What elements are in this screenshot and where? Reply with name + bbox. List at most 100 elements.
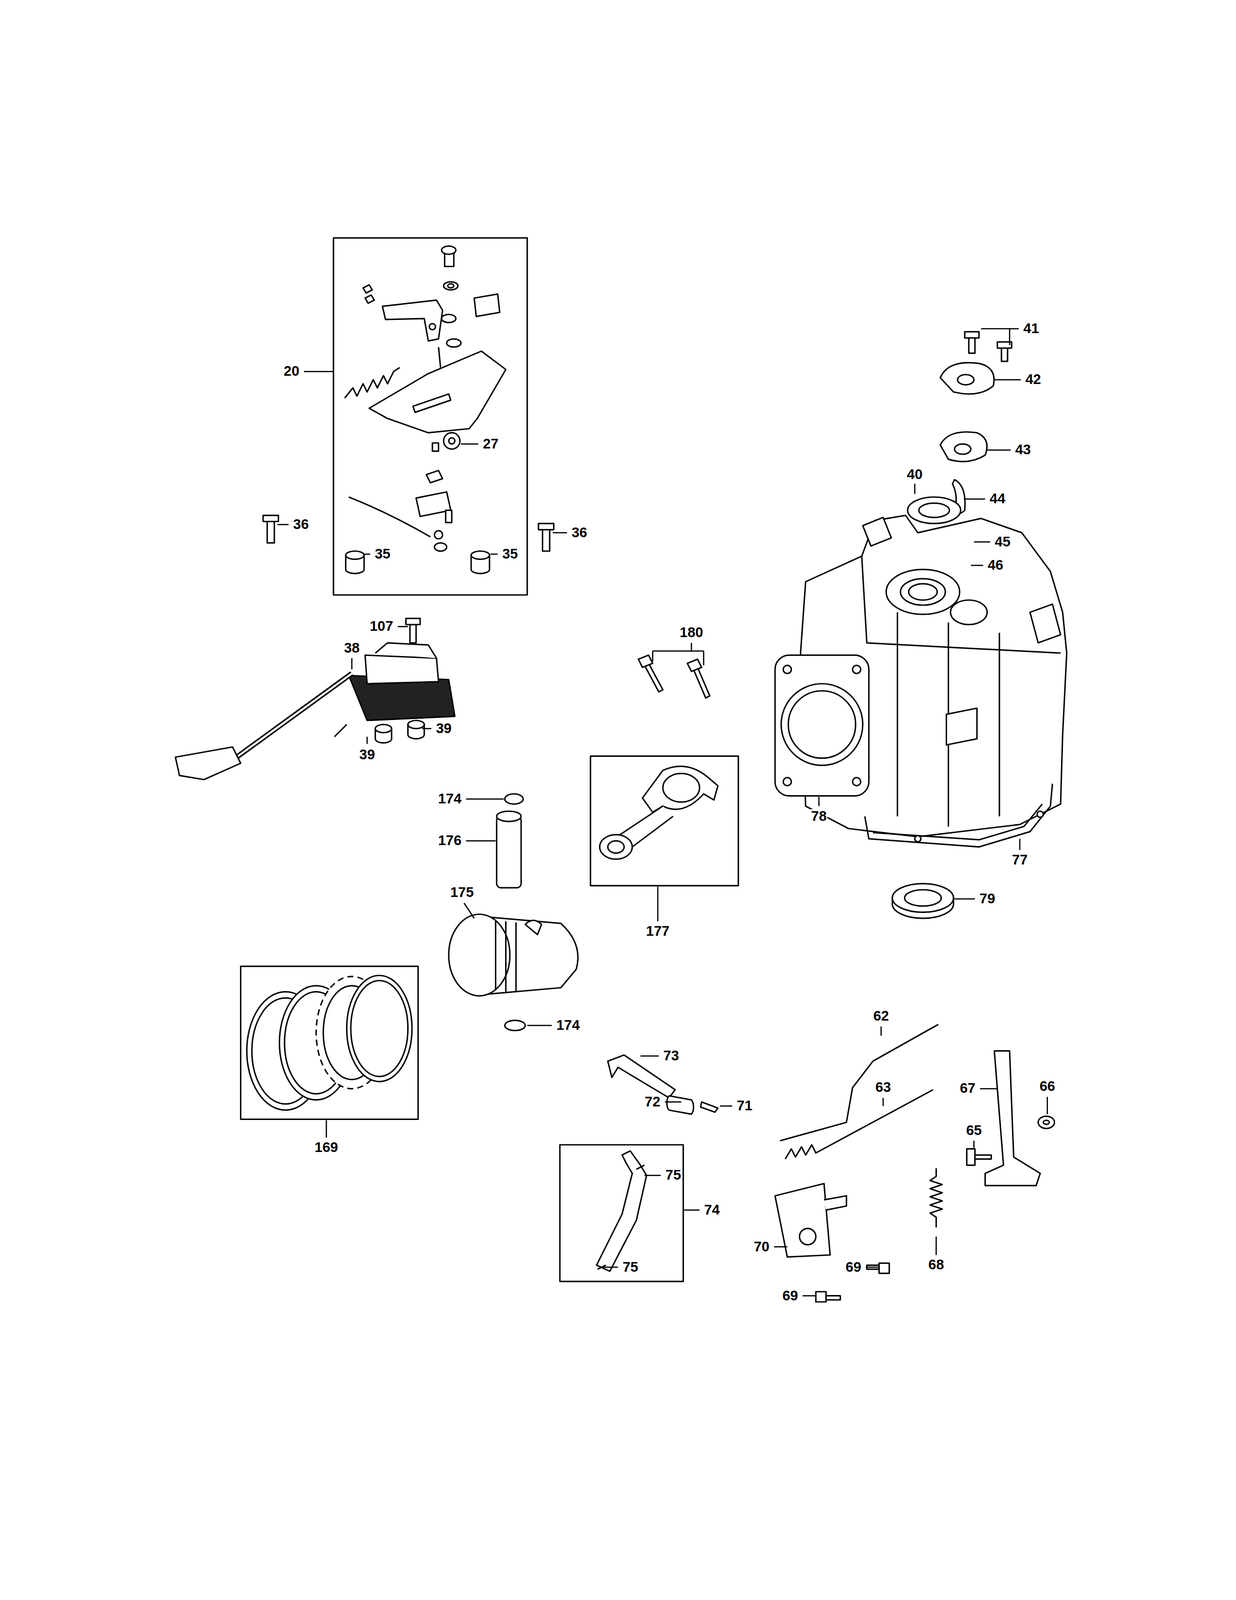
bearing bbox=[892, 897, 954, 919]
linkage bbox=[700, 1101, 718, 1112]
callout-number: 73 bbox=[663, 1048, 680, 1063]
linkage bbox=[966, 1148, 976, 1166]
governor-bracket-group bbox=[443, 281, 458, 290]
leader-lines bbox=[652, 642, 704, 666]
leader-lines bbox=[303, 370, 334, 373]
governor-bracket-group bbox=[432, 443, 439, 452]
linkage bbox=[559, 1144, 684, 1282]
crankcase bbox=[900, 578, 946, 605]
leader-lines bbox=[981, 328, 1019, 346]
cover-plate bbox=[907, 496, 961, 524]
parts-illustration bbox=[175, 237, 1067, 1302]
bolt bbox=[638, 654, 710, 698]
leader-lines bbox=[490, 553, 498, 555]
leader-lines bbox=[914, 483, 916, 494]
cover-plate bbox=[957, 374, 975, 385]
cover-plate bbox=[1001, 347, 1008, 362]
bolt bbox=[410, 624, 417, 643]
leader-lines bbox=[277, 523, 289, 526]
callout-number: 77 bbox=[1011, 852, 1029, 867]
linkage bbox=[775, 1183, 831, 1257]
governor-bracket-group bbox=[348, 496, 431, 537]
callout-number: 35 bbox=[374, 546, 391, 561]
cover-plate bbox=[964, 331, 979, 338]
callout-number: 65 bbox=[965, 1123, 983, 1138]
leader-lines bbox=[994, 379, 1021, 381]
leader-lines bbox=[366, 736, 368, 745]
linkage bbox=[1038, 1115, 1055, 1128]
callout-number: 75 bbox=[665, 1167, 682, 1182]
leader-lines bbox=[980, 1087, 998, 1090]
callout-number: 27 bbox=[482, 436, 499, 451]
connecting-rod bbox=[642, 766, 718, 813]
bearing bbox=[892, 883, 954, 919]
leader-lines bbox=[466, 798, 505, 800]
crankcase bbox=[783, 777, 792, 786]
bolt bbox=[542, 528, 550, 551]
leader-lines bbox=[466, 839, 496, 842]
leader-lines bbox=[865, 1266, 879, 1268]
governor-bracket-group bbox=[364, 295, 375, 304]
governor-bracket-group bbox=[474, 293, 500, 317]
callout-number: 41 bbox=[1022, 321, 1040, 336]
governor-bracket-group bbox=[429, 323, 436, 330]
crankcase bbox=[950, 600, 988, 625]
bolt bbox=[267, 520, 275, 543]
leader-lines bbox=[882, 1097, 885, 1106]
governor-bracket-group bbox=[447, 283, 455, 288]
leader-lines bbox=[970, 564, 983, 567]
governor-bracket-group bbox=[345, 551, 365, 560]
bolt bbox=[638, 654, 653, 667]
callout-number: 174 bbox=[555, 1017, 581, 1032]
crankcase bbox=[775, 515, 1067, 837]
cover-plate bbox=[954, 443, 971, 455]
governor-bracket-group bbox=[471, 551, 490, 560]
leader-lines bbox=[1046, 1096, 1049, 1114]
crankcase bbox=[775, 654, 870, 796]
ignition-coil bbox=[364, 654, 439, 684]
leader-lines bbox=[422, 727, 432, 729]
leader-lines bbox=[935, 1236, 937, 1255]
connecting-rod bbox=[590, 756, 739, 886]
crankcase bbox=[781, 683, 863, 765]
leader-lines bbox=[364, 553, 371, 555]
callout-number: 43 bbox=[1014, 442, 1031, 457]
linkage bbox=[780, 1024, 939, 1141]
callout-number: 175 bbox=[449, 885, 475, 900]
callout-number: 176 bbox=[437, 833, 462, 848]
governor-bracket-group bbox=[445, 509, 452, 523]
callout-number: 72 bbox=[644, 1094, 661, 1109]
ignition-coil bbox=[334, 724, 347, 737]
linkage bbox=[930, 1168, 943, 1228]
callout-number: 62 bbox=[872, 1008, 890, 1023]
piston bbox=[504, 1019, 525, 1030]
governor-bracket-group bbox=[363, 285, 373, 294]
crankcase bbox=[862, 517, 892, 546]
connecting-rod bbox=[663, 773, 700, 802]
callout-number: 67 bbox=[959, 1080, 976, 1095]
callout-number: 71 bbox=[736, 1098, 753, 1113]
leader-lines bbox=[603, 1266, 618, 1268]
gasket bbox=[1037, 810, 1044, 818]
leader-lines bbox=[644, 1174, 662, 1176]
linkage bbox=[666, 1095, 694, 1114]
callout-number: 68 bbox=[927, 1257, 945, 1272]
linkage bbox=[974, 1154, 992, 1159]
linkage bbox=[825, 1295, 840, 1300]
leader-lines bbox=[987, 449, 1011, 451]
crankcase bbox=[852, 777, 861, 786]
leader-lines bbox=[1019, 838, 1021, 850]
linkage bbox=[1043, 1120, 1050, 1125]
gasket bbox=[872, 803, 1043, 840]
ignition-coil bbox=[375, 724, 392, 733]
connecting-rod bbox=[590, 756, 739, 886]
crankcase bbox=[908, 583, 938, 601]
leader-lines bbox=[954, 898, 975, 900]
ignition-coil bbox=[375, 642, 437, 659]
crankcase bbox=[946, 708, 977, 745]
callout-number: 180 bbox=[679, 625, 704, 640]
callout-number: 70 bbox=[753, 1239, 770, 1254]
cover-plate bbox=[968, 336, 976, 354]
